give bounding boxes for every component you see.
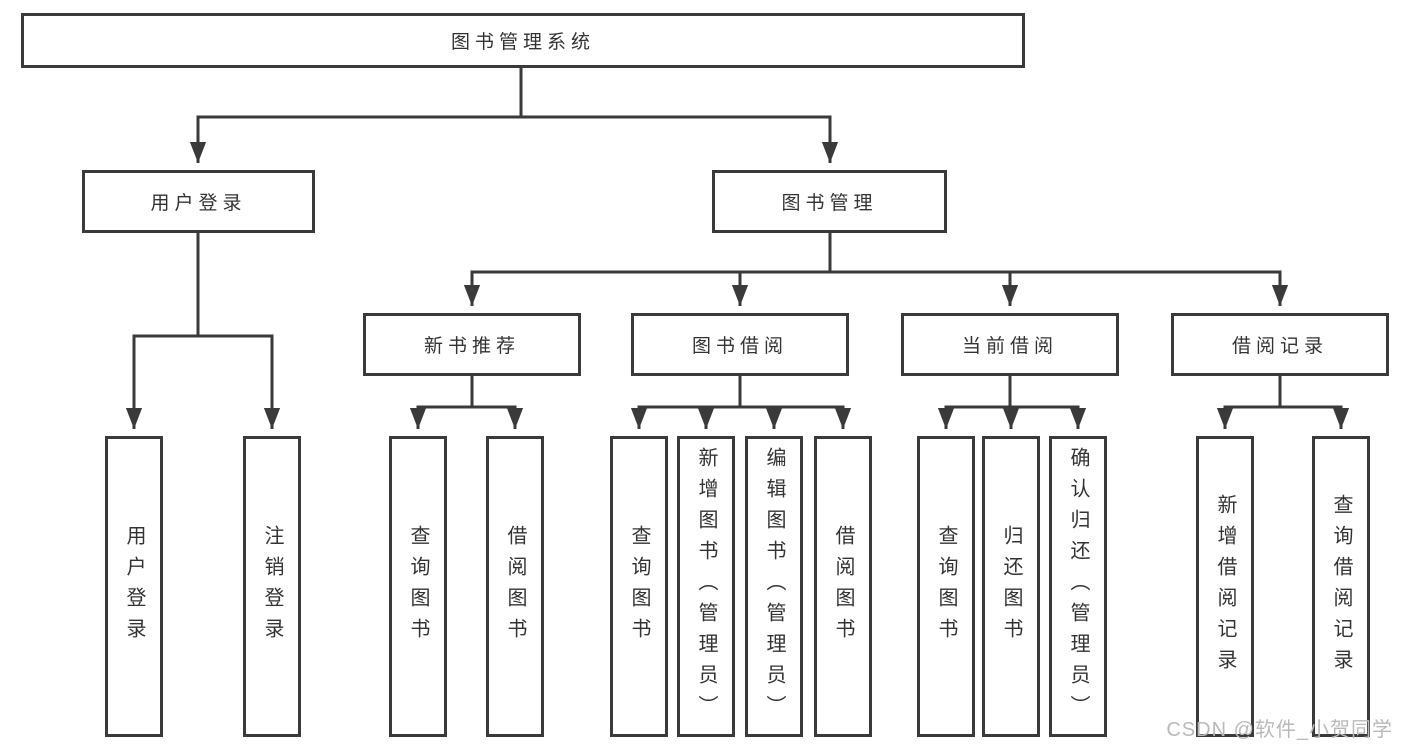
leaf-label: 用户登录 [123,524,145,649]
leaf-borrow-books-recommend: 借阅图书 [486,436,544,737]
leaf-label: 归还图书 [1000,524,1022,649]
leaf-query-borrow-record: 查询借阅记录 [1312,436,1370,737]
leaf-label: 编辑图书（管理员） [763,447,785,726]
leaf-user-login: 用户登录 [105,436,163,737]
leaf-label: 新增借阅记录 [1214,493,1236,680]
node-borrow-records: 借阅记录 [1171,313,1389,376]
node-book-borrow: 图书借阅 [631,313,849,376]
leaf-label: 查询图书 [628,524,650,649]
node-root-system: 图书管理系统 [21,13,1025,68]
leaf-label: 查询图书 [935,524,957,649]
leaf-query-books-current: 查询图书 [917,436,975,737]
leaf-label: 查询图书 [407,524,429,649]
csdn-watermark: CSDN @软件_小贺同学 [1166,719,1393,741]
leaf-query-books-recommend: 查询图书 [389,436,447,737]
connectors [125,68,1350,429]
leaf-label: 查询借阅记录 [1330,493,1352,680]
node-new-book-recommend: 新书推荐 [363,313,581,376]
leaf-label: 新增图书（管理员） [695,447,717,726]
leaf-add-borrow-record: 新增借阅记录 [1196,436,1254,737]
leaf-return-books: 归还图书 [982,436,1040,737]
node-book-management: 图书管理 [712,170,947,233]
leaf-borrow-books: 借阅图书 [814,436,872,737]
leaf-label: 注销登录 [261,524,283,649]
leaf-label: 借阅图书 [504,524,526,649]
node-current-borrow: 当前借阅 [901,313,1119,376]
leaf-edit-books-admin: 编辑图书（管理员） [745,436,803,737]
leaf-add-books-admin: 新增图书（管理员） [677,436,735,737]
leaf-query-books-borrow: 查询图书 [610,436,668,737]
leaf-label: 确认归还（管理员） [1067,447,1089,726]
node-user-login: 用户登录 [82,170,315,233]
leaf-logout: 注销登录 [243,436,301,737]
leaf-confirm-return-admin: 确认归还（管理员） [1049,436,1107,737]
leaf-label: 借阅图书 [832,524,854,649]
